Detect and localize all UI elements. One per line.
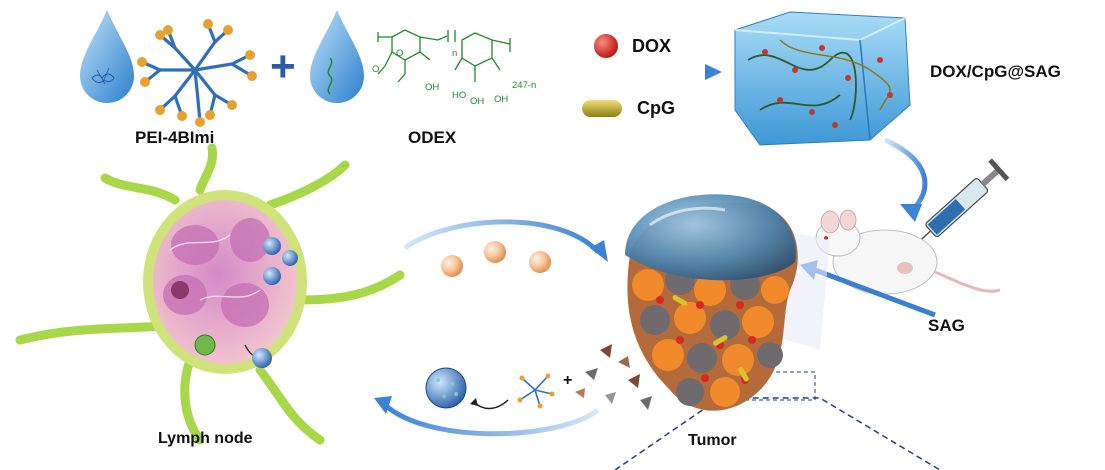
- label-dox: DOX: [632, 36, 672, 56]
- arrow-tumor-to-lymph: [374, 396, 600, 437]
- label-pei: PEI-4BImi: [135, 128, 215, 147]
- dendrimer-ends: [137, 19, 257, 127]
- dendrimer-icon: [519, 375, 553, 407]
- hydrogel-icon: [734, 11, 911, 146]
- plus-sign-small: +: [563, 372, 573, 389]
- arrow-to-mouse: [883, 137, 928, 222]
- water-drop-icon: [80, 10, 134, 103]
- arrow-lymph-to-tumor: [403, 219, 608, 262]
- dox-icon: [594, 34, 618, 58]
- chem-n: n: [452, 48, 457, 59]
- label-product: DOX/CpG@SAG: [930, 62, 1061, 81]
- chem-oh-2: OH: [470, 96, 484, 107]
- label-sag: SAG: [928, 316, 965, 335]
- chem-ho: HO: [452, 90, 466, 101]
- chem-oh-1: OH: [425, 82, 439, 93]
- odex-structure: [377, 29, 511, 83]
- syringe-icon: [913, 158, 1010, 247]
- chem-o-2: O: [372, 64, 379, 75]
- cpg-icon: [582, 100, 622, 117]
- chem-oh-3: OH: [494, 94, 508, 105]
- label-cpg: CpG: [637, 98, 675, 118]
- chem-o-1: O: [396, 48, 403, 59]
- cell-icon: [441, 241, 551, 277]
- water-drop-icon: [310, 10, 364, 103]
- plus-sign: +: [270, 42, 296, 91]
- nanoparticle-icon: [425, 367, 509, 410]
- lymph-node-icon: [15, 143, 405, 445]
- chem-subscript: 247-n: [512, 80, 536, 91]
- label-odex: ODEX: [408, 128, 457, 147]
- tumor-icon: [625, 194, 798, 411]
- arrow-to-hydrogel: [560, 64, 722, 80]
- debris: [575, 344, 652, 410]
- label-tumor: Tumor: [688, 432, 737, 449]
- tumor-cells: [632, 265, 789, 407]
- label-lymph-node: Lymph node: [158, 430, 253, 447]
